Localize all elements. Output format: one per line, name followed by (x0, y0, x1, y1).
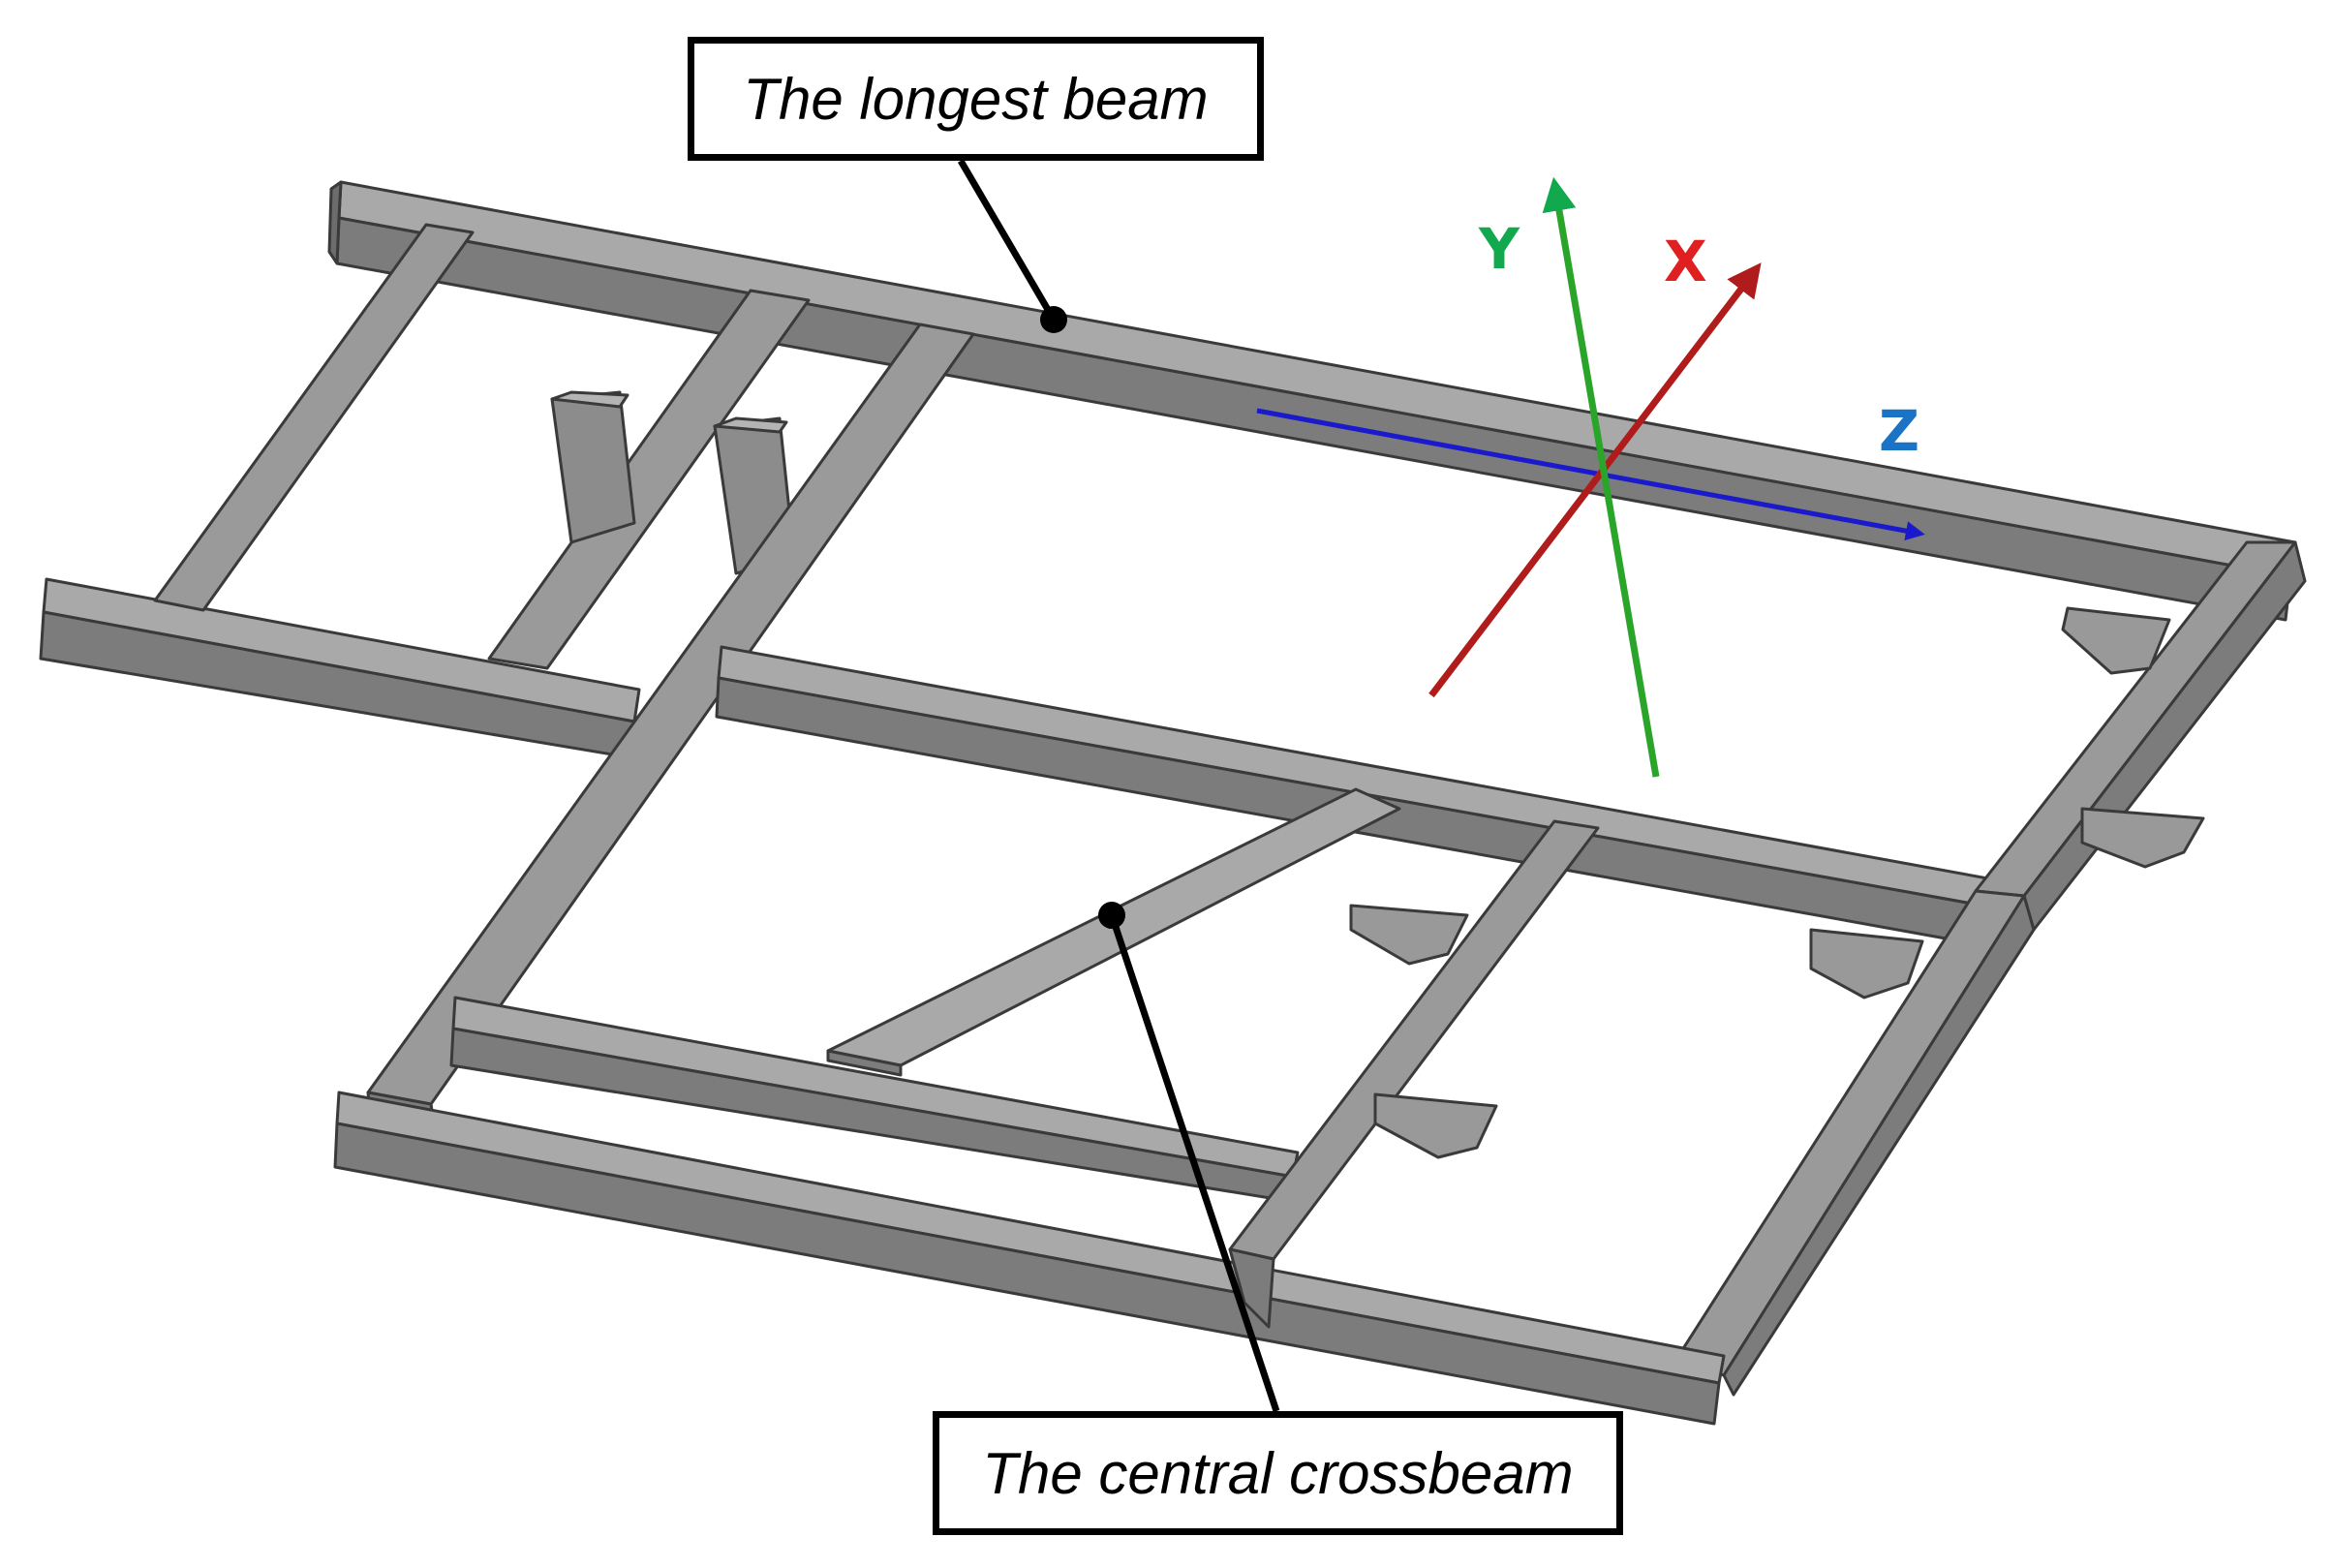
callout-central-crossbeam-text: The central crossbeam (982, 1440, 1574, 1506)
y-axis-label: Y (1478, 216, 1520, 282)
right-end-member (1673, 540, 2307, 1397)
vertical-posts (550, 390, 796, 575)
leader-lines (957, 159, 1280, 1413)
center-member (1228, 819, 1600, 1329)
x-axis-arrow (1428, 262, 1762, 698)
z-axis-label: Z (1879, 398, 1919, 464)
leader-line-longest-beam (957, 159, 1058, 322)
central-crossbeam (826, 787, 1401, 1077)
y-axis-arrow (1542, 176, 1660, 778)
callout-longest-beam: The longest beam (688, 37, 1264, 161)
mounting-brackets (1349, 606, 2205, 1159)
leader-dot-longest-beam (1040, 306, 1067, 333)
callout-central-crossbeam: The central crossbeam (933, 1411, 1623, 1535)
callout-longest-beam-text: The longest beam (743, 66, 1209, 132)
x-axis-label: X (1664, 229, 1707, 294)
left-cross-members (153, 223, 811, 670)
leader-line-central-crossbeam (1108, 913, 1280, 1413)
leader-dot-central-crossbeam (1098, 902, 1125, 929)
z-axis-arrow (1256, 408, 1925, 541)
coordinate-axes: Y X Z (1256, 176, 1925, 778)
steel-frame (39, 180, 2307, 1426)
